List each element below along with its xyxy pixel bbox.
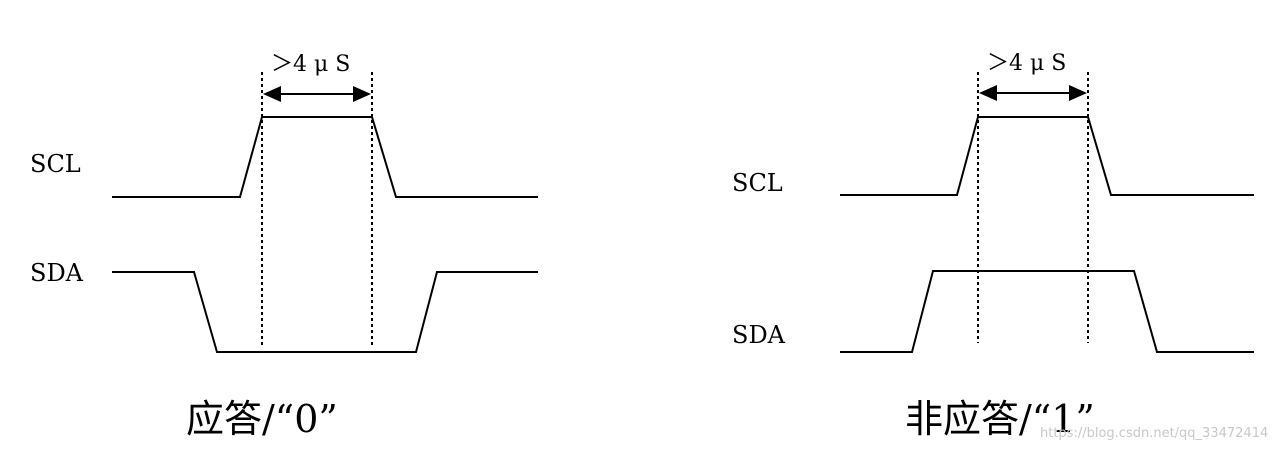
ack-panel: SCL SDA ＞4 μ S 应答/“0” xyxy=(30,52,538,441)
nack-caption: 非应答/“1” xyxy=(905,397,1095,441)
ack-scl-waveform xyxy=(112,116,538,198)
ack-sda-waveform xyxy=(112,271,538,353)
ack-caption: 应答/“0” xyxy=(186,397,338,441)
ack-scl-label: SCL xyxy=(30,150,81,178)
nack-sda-waveform xyxy=(840,270,1254,353)
nack-timing-arrow xyxy=(979,85,1087,101)
watermark: https://blog.csdn.net/qq_33472414 xyxy=(1040,426,1268,441)
nack-panel: SCL SDA ＞4 μ S 非应答/“1” xyxy=(732,51,1254,441)
ack-sda-label: SDA xyxy=(30,259,84,287)
ack-timing-label: ＞4 μ S xyxy=(271,52,350,77)
nack-timing-label: ＞4 μ S xyxy=(987,51,1066,76)
nack-scl-waveform xyxy=(840,116,1254,196)
nack-sda-label: SDA xyxy=(732,321,786,349)
nack-scl-label: SCL xyxy=(732,169,783,197)
ack-timing-arrow xyxy=(263,86,371,102)
